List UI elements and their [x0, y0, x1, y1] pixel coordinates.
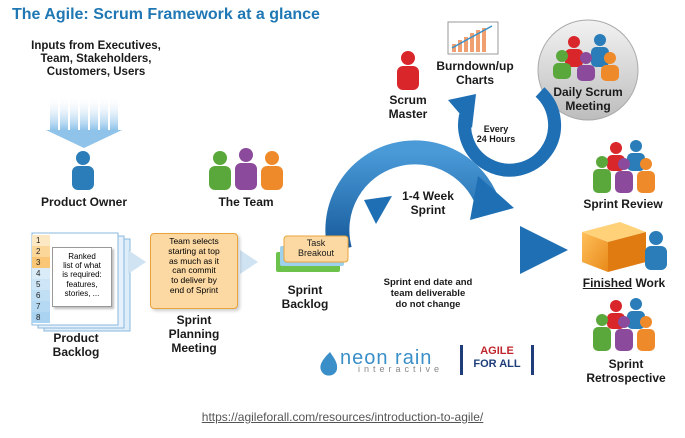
task-breakout-line: Breakout: [297, 248, 335, 259]
daily-scrum-line: Daily Scrum: [553, 85, 623, 99]
daily-scrum-circle: [537, 19, 639, 121]
ranked-line: Ranked: [68, 252, 96, 261]
every-24-hours-label: Every 24 Hours: [468, 124, 524, 145]
sprint-cycle-line: 1-4 Week: [402, 189, 454, 203]
planning-line: to deliver by: [171, 275, 217, 286]
product-owner-person: [72, 151, 94, 190]
backlog-row: 7: [32, 301, 50, 312]
ranked-list-card: Ranked list of what is required: feature…: [52, 247, 112, 307]
product-backlog-rows: 1 2 3 4 5 6 7 8: [32, 233, 118, 325]
agile-for-all-logo: AGILE FOR ALL: [460, 345, 534, 375]
inputs-label: Inputs from Executives, Team, Stakeholde…: [6, 40, 186, 80]
page-title: The Agile: Scrum Framework at a glance: [12, 6, 320, 23]
scrum-master-line: Scrum: [389, 93, 427, 107]
finished-word: Finished: [582, 276, 633, 290]
neon-rain-logo-icon: [320, 352, 338, 376]
sprint-retrospective-label: Sprint Retrospective: [574, 357, 678, 386]
backlog-arrow: [128, 250, 146, 274]
agile-for-all-line: FOR ALL: [473, 358, 521, 370]
retrospective-line: Sprint: [608, 357, 644, 371]
inputs-line: Inputs from Executives,: [31, 40, 161, 52]
backlog-row: 3: [32, 257, 50, 268]
burndown-label: Burndown/up Charts: [432, 59, 518, 88]
sprint-cycle-label: 1-4 Week Sprint: [388, 189, 468, 218]
ranked-line: stories, ...: [64, 288, 100, 298]
sprint-end-line: do not change: [395, 298, 461, 310]
backlog-row: 6: [32, 290, 50, 301]
inputs-line: Team, Stakeholders,: [40, 53, 152, 66]
backlog-row: 2: [32, 246, 50, 257]
sprint-end-note: Sprint end date and team deliverable do …: [366, 277, 490, 311]
team-people: [209, 148, 283, 190]
scrum-master-line: Master: [388, 106, 428, 121]
sprint-planning-line: Planning: [168, 326, 220, 341]
planning-arrow: [240, 250, 258, 274]
backlog-row: 8: [32, 312, 50, 323]
daily-scrum-label: Daily Scrum Meeting: [546, 85, 630, 114]
product-backlog-line: Backlog: [52, 344, 100, 359]
neon-rain-subtitle: interactive: [358, 364, 444, 374]
burndown-line: Charts: [455, 72, 494, 87]
the-team-label: The Team: [218, 195, 274, 209]
scrum-master-label: Scrum Master: [378, 93, 438, 122]
sprint-planning-card: Team selects starting at top as much as …: [150, 233, 238, 309]
sprint-review-label: Sprint Review: [583, 197, 663, 211]
sprint-planning-label: Sprint Planning Meeting: [150, 313, 238, 355]
planning-line: as much as it: [168, 255, 220, 266]
sprint-backlog-line: Sprint: [287, 283, 323, 297]
work-word: Work: [632, 276, 666, 290]
sprint-retrospective-people: [593, 298, 655, 351]
finished-work-label: Finished Work: [574, 276, 674, 291]
agile-for-all-line: AGILE: [480, 345, 514, 357]
burndown-chart-icon: [447, 21, 499, 55]
burndown-line: Burndown/up: [436, 59, 514, 73]
sprint-end-line: Sprint end date and: [383, 277, 473, 288]
ranked-line: features,: [66, 279, 98, 289]
retrospective-line: Retrospective: [586, 370, 666, 385]
sprint-backlog-line: Backlog: [281, 296, 329, 311]
source-link[interactable]: https://agileforall.com/resources/introd…: [201, 410, 484, 424]
every-24-line: 24 Hours: [476, 134, 516, 145]
backlog-row: 4: [32, 268, 50, 279]
task-breakout-label: Task Breakout: [284, 238, 348, 259]
every-24-line: Every: [483, 124, 509, 134]
sprint-planning-line: Meeting: [171, 340, 217, 355]
sprint-cycle-line: Sprint: [410, 202, 446, 217]
sprint-backlog-stack: [276, 235, 349, 272]
sprint-review-people: [593, 140, 655, 193]
planning-line: end of Sprint: [169, 284, 219, 295]
product-backlog-label: Product Backlog: [36, 331, 116, 360]
sprint-planning-line: Sprint: [176, 313, 212, 327]
backlog-row: 5: [32, 279, 50, 290]
inputs-line: Customers, Users: [46, 66, 146, 79]
ranked-line: is required:: [62, 270, 102, 280]
daily-loop-arrow: [448, 87, 562, 177]
finished-work-icon: [582, 222, 667, 272]
product-backlog-line: Product: [53, 331, 99, 345]
sprint-end-line: team deliverable: [390, 287, 466, 299]
ranked-line: list of what: [63, 261, 101, 271]
input-arrows: [46, 96, 122, 148]
planning-line: can commit: [172, 265, 216, 276]
product-owner-label: Product Owner: [40, 195, 127, 209]
task-breakout-line: Task: [306, 238, 326, 248]
planning-line: Team selects: [169, 236, 219, 246]
daily-scrum-line: Meeting: [565, 98, 611, 113]
backlog-row: 1: [32, 235, 50, 246]
scrum-master-person: [397, 51, 419, 90]
planning-line: starting at top: [168, 245, 220, 256]
sprint-loop-arrow: [322, 140, 568, 274]
sprint-backlog-label: Sprint Backlog: [270, 283, 340, 312]
neon-rain-logo: neon rain: [340, 347, 433, 369]
